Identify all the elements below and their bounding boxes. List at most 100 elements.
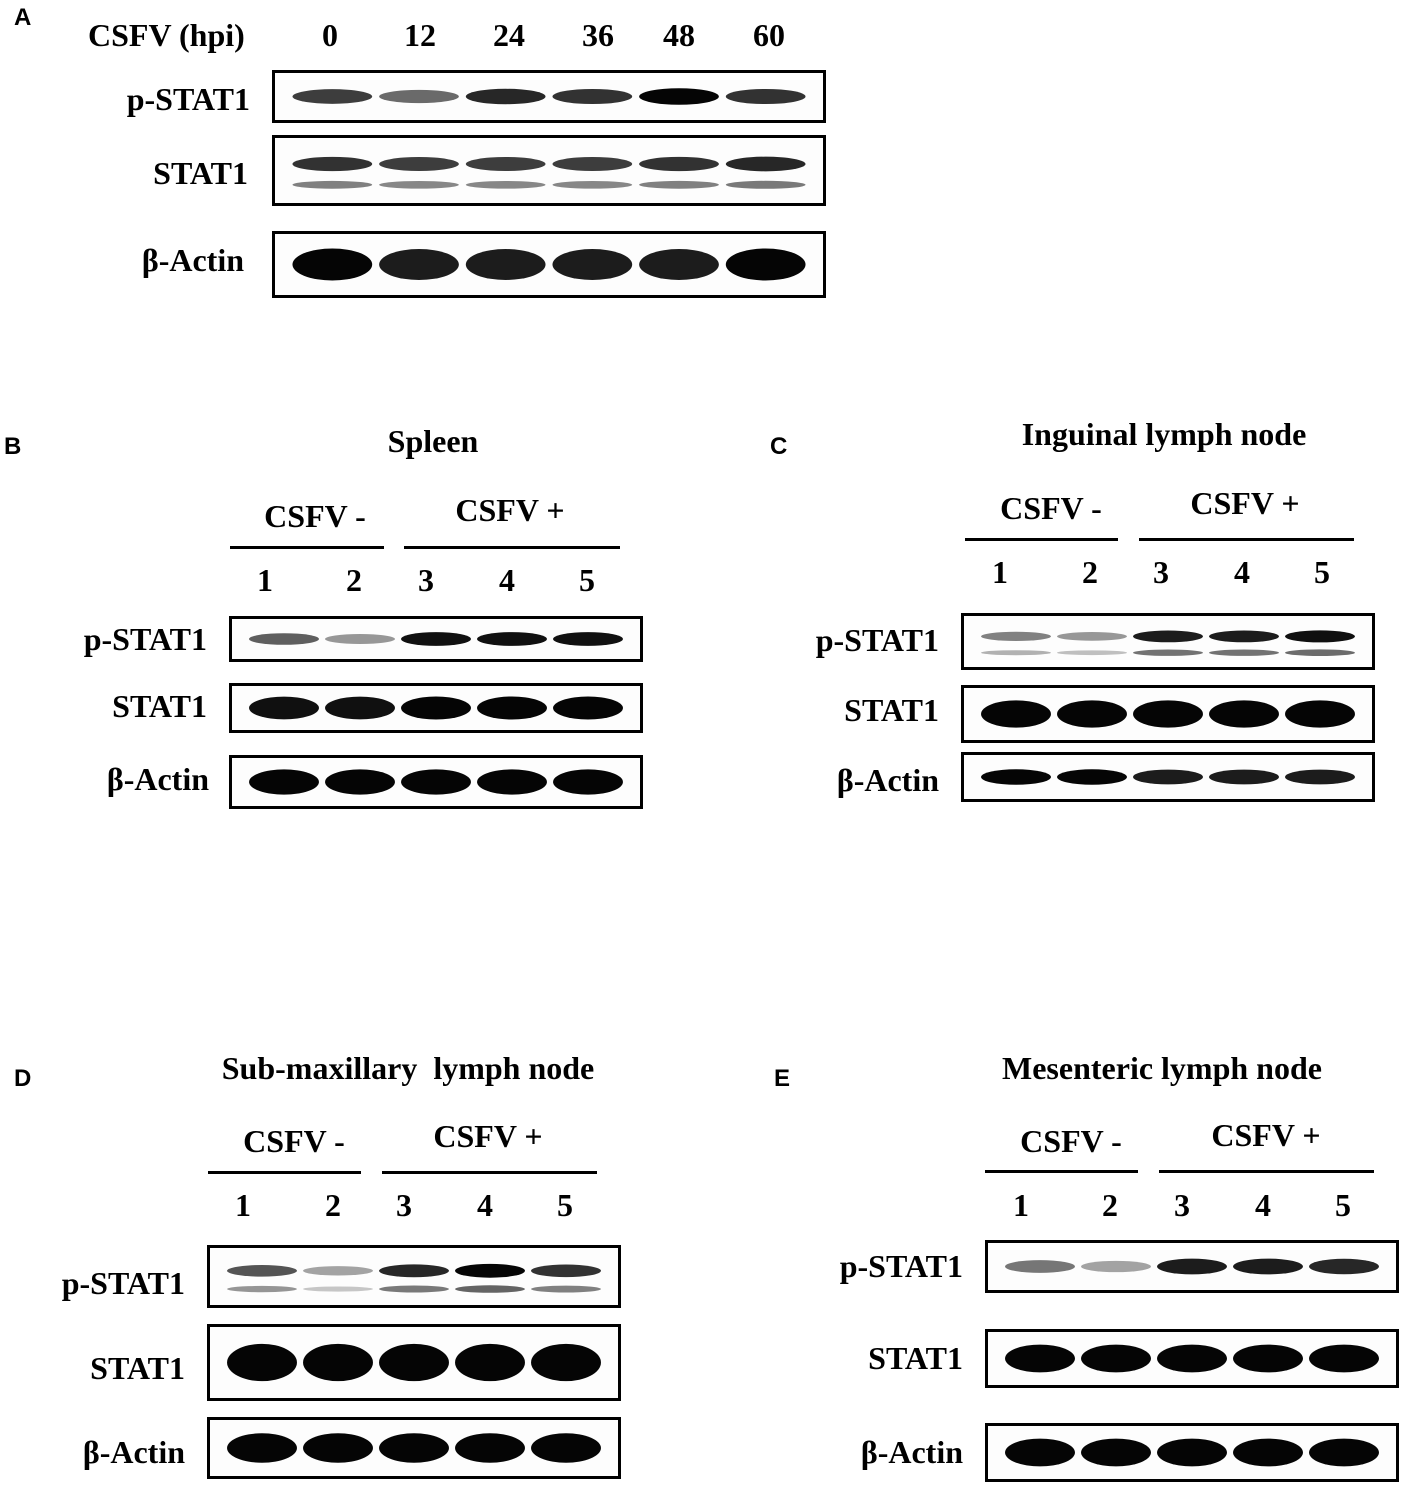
blot-band	[249, 769, 319, 795]
panel-e-lane-label: 2	[1102, 1187, 1118, 1223]
blot-band	[725, 180, 806, 189]
panel-c-title: Inguinal lymph node	[1021, 416, 1307, 452]
blot-band	[552, 157, 633, 171]
blot-band	[639, 249, 719, 280]
panel-d-lane-label: 4	[477, 1187, 493, 1223]
panel-b-lane-label: 5	[579, 562, 595, 598]
panel-a-lane-label: 24	[493, 17, 525, 53]
blot-band	[379, 1433, 449, 1463]
blot-band	[981, 650, 1051, 656]
panel-e-blot-pstat1-bands	[1005, 1258, 1379, 1275]
blot-band	[379, 89, 459, 104]
panel-a-row-label-stat1: STAT1	[153, 155, 248, 191]
panel-b-blot-stat1-bands	[249, 696, 623, 720]
blot-band	[455, 1263, 525, 1278]
blot-band	[1285, 769, 1355, 785]
blot-band	[249, 696, 319, 720]
blot-band	[303, 1433, 373, 1463]
panel-e-group-neg: CSFV -	[1020, 1123, 1122, 1159]
blot-band	[249, 633, 319, 645]
panel-c-lane-label: 1	[992, 554, 1008, 590]
panel-c-lane-label: 4	[1234, 554, 1250, 590]
blot-band	[455, 1433, 525, 1463]
blot-band	[1005, 1438, 1075, 1467]
panel-b-row-label-actin: β-Actin	[106, 761, 209, 797]
panel-b-blot-pstat1-bands	[249, 632, 623, 646]
panel-b-letter: B	[4, 433, 22, 460]
panel-b-blot-pstat1	[229, 616, 643, 662]
blot-band	[1005, 1344, 1075, 1373]
blot-band	[1133, 630, 1203, 643]
blot-band	[292, 156, 373, 172]
blot-band	[552, 180, 633, 189]
panel-e-blot-actin-bands	[1005, 1438, 1379, 1467]
panel-e-group-pos: CSFV +	[1211, 1117, 1321, 1153]
panel-b-blot-actin-bands	[249, 769, 623, 795]
panel-e-blot-pstat1	[985, 1240, 1399, 1293]
blot-band	[292, 248, 373, 281]
blot-band	[379, 1264, 449, 1278]
blot-band	[1005, 1260, 1075, 1273]
panel-d-group-neg-line	[208, 1171, 361, 1174]
blot-band	[1209, 769, 1279, 785]
blot-band	[552, 249, 633, 280]
panel-a-blot-actin	[272, 231, 826, 298]
blot-band	[227, 1265, 297, 1277]
panel-a-lane-label: 60	[753, 17, 785, 53]
blot-band	[325, 769, 395, 795]
panel-d-lane-label: 1	[235, 1187, 251, 1223]
blot-band	[639, 156, 719, 172]
blot-band	[465, 180, 546, 189]
panel-d-blot-actin-bands	[227, 1433, 601, 1463]
panel-a-blot-actin-bands	[292, 248, 806, 281]
blot-band	[553, 696, 623, 720]
panel-e-row-label-actin: β-Actin	[860, 1434, 963, 1470]
panel-b-group-neg-line	[230, 546, 384, 549]
panel-d-blot-pstat1-bands	[227, 1263, 601, 1293]
panel-e-blot-stat1-bands	[1005, 1344, 1379, 1373]
panel-c-group-neg: CSFV -	[1000, 490, 1102, 526]
panel-a-blot-stat1	[272, 135, 826, 206]
panel-e-letter: E	[774, 1065, 791, 1092]
blot-band	[1057, 700, 1127, 728]
panel-c-lane-label: 5	[1314, 554, 1330, 590]
panel-e-title: Mesenteric lymph node	[1002, 1050, 1322, 1086]
panel-c-lane-label: 3	[1153, 554, 1169, 590]
blot-band	[1285, 630, 1355, 643]
blot-band	[1209, 649, 1279, 656]
blot-band	[379, 1343, 449, 1382]
blot-band	[1157, 1258, 1227, 1275]
panel-d-row-label-pstat1: p-STAT1	[61, 1265, 185, 1301]
blot-band	[725, 248, 806, 281]
panel-c-blot-pstat1-bands	[981, 630, 1355, 657]
panel-d-lane-label: 5	[557, 1187, 573, 1223]
panel-a-lane-label: 48	[663, 17, 695, 53]
blot-band	[401, 632, 471, 646]
panel-a-row-label-actin: β-Actin	[141, 242, 244, 278]
blot-band	[379, 157, 459, 171]
panel-d-blot-stat1-bands	[227, 1343, 601, 1382]
panel-c-blot-pstat1	[961, 613, 1375, 670]
panel-c-group-neg-line	[965, 538, 1118, 541]
panel-d-blot-actin	[207, 1417, 621, 1479]
panel-c-row-label-stat1: STAT1	[844, 692, 939, 728]
panel-d-blot-pstat1	[207, 1245, 621, 1308]
blot-band	[639, 180, 719, 189]
blot-band	[303, 1286, 373, 1292]
panel-a-lane-label: 12	[404, 17, 436, 53]
blot-band	[227, 1285, 297, 1293]
panel-d-group-neg: CSFV -	[243, 1123, 345, 1159]
blot-band	[1081, 1438, 1151, 1467]
panel-b-group-neg: CSFV -	[264, 498, 366, 534]
panel-c-blot-actin	[961, 752, 1375, 802]
blot-band	[639, 88, 719, 105]
blot-band	[552, 88, 633, 105]
blot-band	[1057, 632, 1127, 641]
panel-c-group-pos: CSFV +	[1190, 485, 1300, 521]
panel-b-lane-label: 4	[499, 562, 515, 598]
blot-band	[981, 700, 1051, 728]
blot-band	[531, 1343, 601, 1382]
panel-d-lane-label: 2	[325, 1187, 341, 1223]
panel-d-row-label-actin: β-Actin	[82, 1434, 185, 1470]
blot-band	[981, 631, 1051, 642]
